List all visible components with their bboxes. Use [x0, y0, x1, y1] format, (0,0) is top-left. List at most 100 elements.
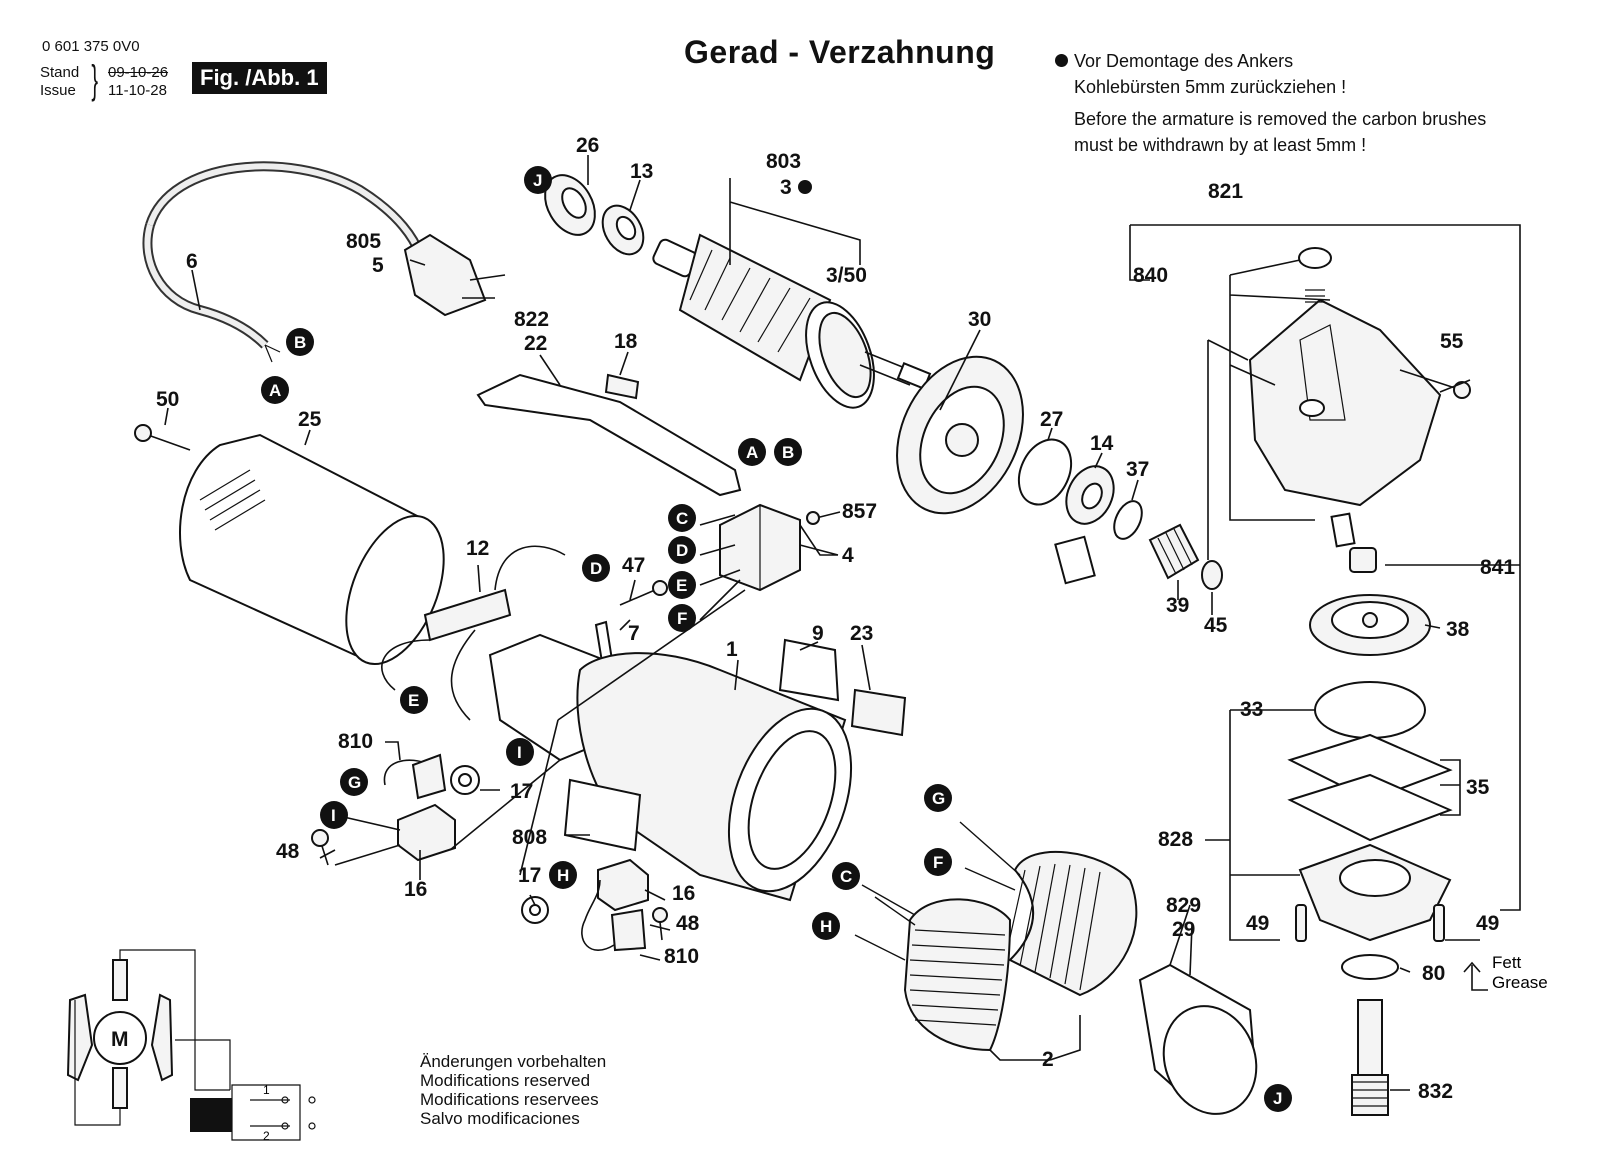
part-label-822: 822: [514, 308, 549, 331]
part-label-39: 39: [1166, 594, 1189, 617]
washer-80: [1341, 954, 1399, 980]
marker-h-coil: H: [812, 912, 840, 940]
part-label-23: 23: [850, 622, 873, 645]
marker-f-coil: F: [924, 848, 952, 876]
part-label-3: 3: [780, 176, 792, 199]
svg-text:B: B: [294, 333, 306, 352]
marker-a-cord: A: [261, 376, 289, 404]
part-label-27: 27: [1040, 408, 1063, 431]
fan-guide: [896, 355, 1024, 515]
part-label-38: 38: [1446, 618, 1470, 641]
bushing-841: [1349, 547, 1377, 573]
part-label-48-lower: 48: [676, 912, 700, 935]
o-ring-33: [1314, 681, 1426, 739]
note-en-line2: must be withdrawn by at least 5mm !: [1074, 135, 1367, 155]
brace-glyph: }: [91, 58, 99, 102]
part-labels: 26 13 803 3 3/50 805 5 6 822 22 18 30 82…: [156, 134, 1548, 1103]
part-label-33: 33: [1240, 698, 1263, 721]
part-label-25: 25: [298, 408, 322, 431]
screws-49: [1295, 904, 1445, 942]
motor-symbol-icon: [93, 1011, 147, 1065]
washer-37: [1113, 500, 1143, 540]
marker-d-switch: D: [668, 536, 696, 564]
bearing-14: [1065, 465, 1115, 525]
svg-text:B: B: [782, 443, 794, 462]
motor-cover-25: [179, 433, 445, 666]
wiring-schematic: M 1 2: [66, 949, 316, 1143]
page-title: Gerad - Verzahnung: [684, 34, 996, 70]
stand-label: Stand: [40, 64, 80, 81]
part-label-80: 80: [1422, 962, 1445, 985]
note-en-line1: Before the armature is removed the carbo…: [1074, 109, 1487, 129]
pinion-39: [1148, 523, 1200, 580]
leader-lines: [164, 155, 1521, 1091]
part-label-841: 841: [1480, 556, 1515, 579]
part-label-26: 26: [576, 134, 599, 157]
part-label-45: 45: [1204, 614, 1228, 637]
brush-holder-16-upper: [397, 803, 456, 862]
part-label-5: 5: [372, 254, 384, 277]
part-label-1: 1: [726, 638, 738, 661]
screw-48-lower: [652, 907, 668, 941]
mod-line-fr: Modifications reservees: [420, 1090, 599, 1109]
note-de-line1: Vor Demontage des Ankers: [1074, 51, 1294, 71]
stand-date: 09-10-26: [108, 64, 169, 81]
grease-label-de: Fett: [1492, 953, 1522, 972]
switch-4: [719, 503, 801, 592]
svg-text:A: A: [746, 443, 758, 462]
gear-housing: [1248, 247, 1442, 507]
marker-i-brush: I: [320, 801, 348, 829]
part-label-808: 808: [512, 826, 547, 849]
part-label-828: 828: [1158, 828, 1193, 851]
figure-label: Fig. /Abb. 1: [192, 62, 327, 94]
notice-block: Vor Demontage des Ankers Kohlebürsten 5m…: [1055, 48, 1486, 158]
switch-knob-23: [850, 688, 907, 737]
part-label-7: 7: [628, 622, 640, 645]
brush-810-lower: [581, 879, 647, 952]
marker-f-switch: F: [668, 604, 696, 632]
part-label-6: 6: [186, 250, 198, 273]
svg-text:E: E: [408, 691, 419, 710]
mod-line-de: Änderungen vorbehalten: [420, 1052, 607, 1071]
marker-g-brush: G: [340, 768, 368, 796]
marker-d-capacitor: D: [582, 554, 610, 582]
part-label-3-50: 3/50: [826, 264, 867, 287]
svg-text:A: A: [269, 381, 281, 400]
part-label-29: 29: [1172, 918, 1195, 941]
note-de-line2: Kohlebürsten 5mm zurückziehen !: [1074, 77, 1347, 97]
part-label-30: 30: [968, 308, 991, 331]
part-label-50: 50: [156, 388, 179, 411]
issue-date: 11-10-28: [108, 82, 167, 99]
marker-b-cord: B: [286, 328, 314, 356]
part-label-9: 9: [812, 622, 824, 645]
capacitor-12: [381, 545, 566, 721]
gaskets-35: [1287, 733, 1453, 842]
part-label-840: 840: [1133, 264, 1168, 287]
svg-text:F: F: [933, 853, 943, 872]
marker-j-guard: J: [1264, 1084, 1292, 1112]
marker-h-brush: H: [549, 861, 577, 889]
marker-c-coil: C: [832, 862, 860, 890]
svg-text:C: C: [676, 509, 688, 528]
connection-markers: J B A A B C D D E F E I G I H G F C H J: [261, 166, 1292, 1112]
part-label-55: 55: [1440, 330, 1464, 353]
power-cord: [142, 161, 506, 363]
part-label-832: 832: [1418, 1080, 1453, 1103]
screw-48-upper: [311, 829, 329, 866]
screw-857: [806, 511, 841, 525]
part-label-48-upper: 48: [276, 840, 300, 863]
part-label-18: 18: [614, 330, 638, 353]
part-label-810-upper: 810: [338, 730, 373, 753]
brush-810-upper: [383, 753, 447, 800]
svg-text:D: D: [590, 559, 602, 578]
svg-text:H: H: [820, 917, 832, 936]
plate-9: [778, 638, 840, 702]
part-label-17-lower: 17: [518, 864, 541, 887]
switch-number-2: 2: [263, 1129, 270, 1143]
marker-i-capacitor: I: [506, 738, 534, 766]
field-coil-lower: [903, 898, 1012, 1052]
part-label-37: 37: [1126, 458, 1149, 481]
guard-829: [1138, 963, 1258, 1115]
bag-icon: [1054, 535, 1096, 585]
